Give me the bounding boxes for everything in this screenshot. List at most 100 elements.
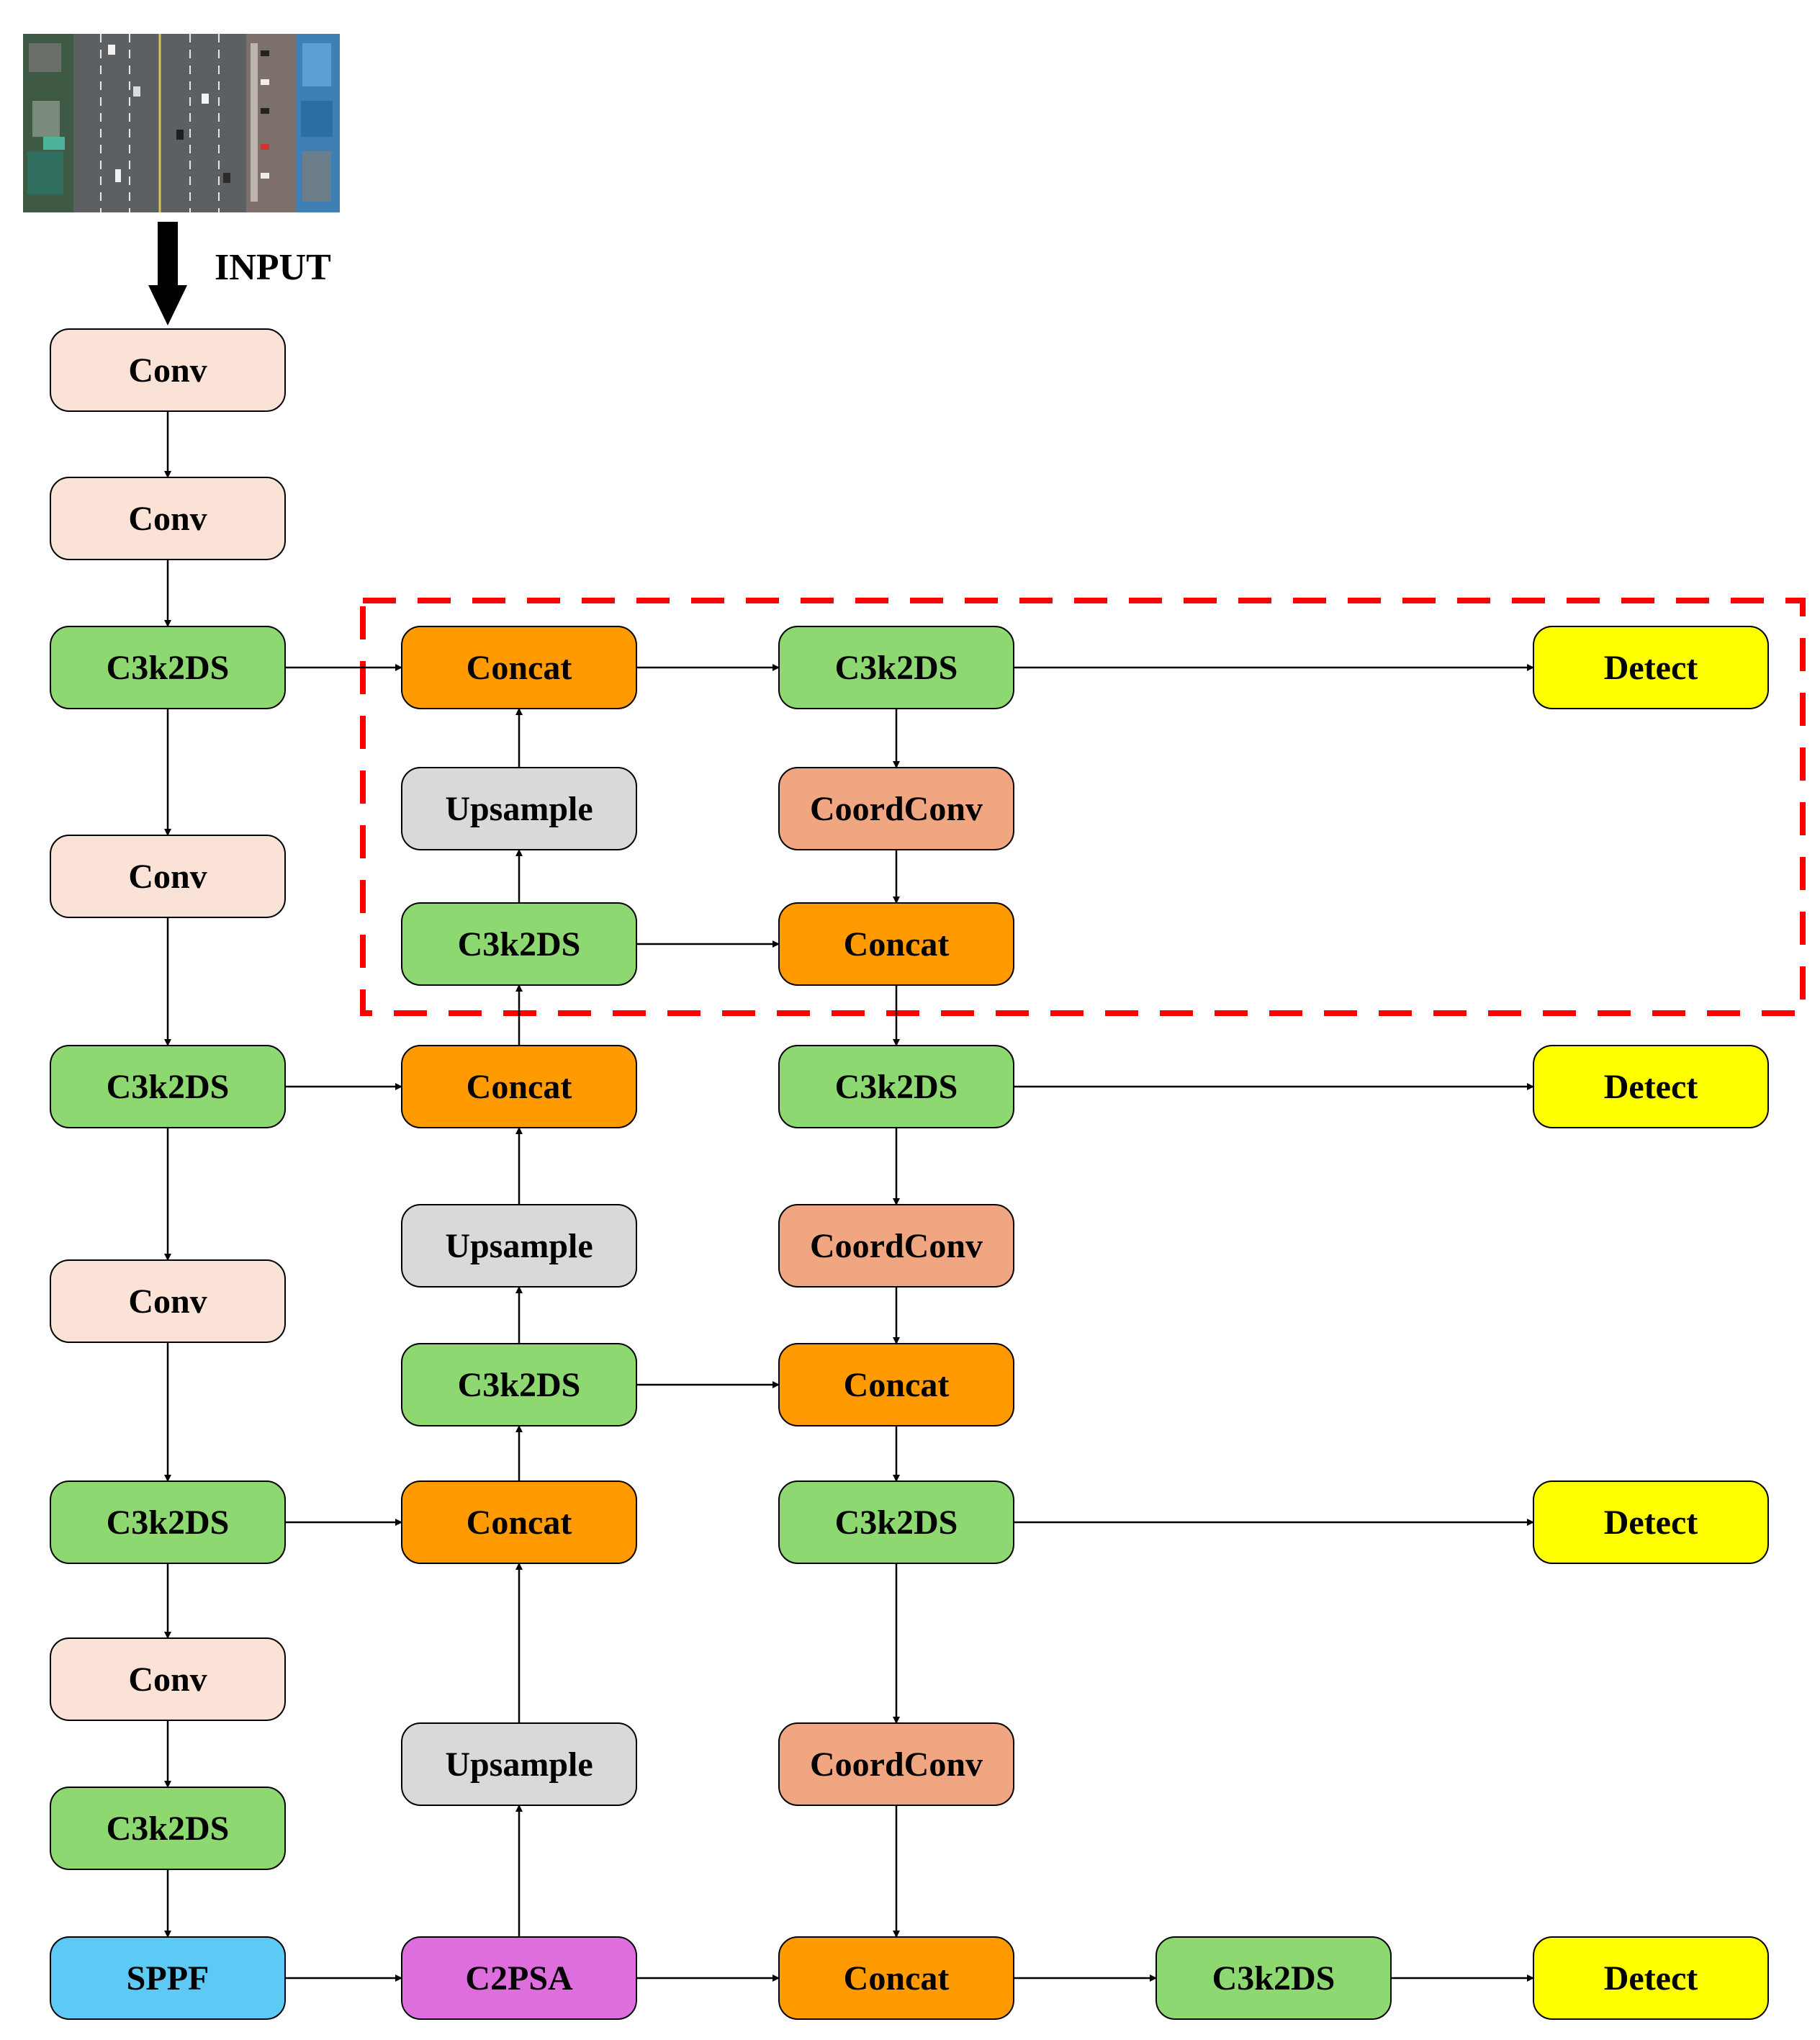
node-box-conv <box>50 1637 286 1721</box>
node-label: C3k2DS <box>107 1810 230 1848</box>
node-label: Upsample <box>445 1745 593 1784</box>
node-label: Concat <box>467 1068 572 1106</box>
node-label: Upsample <box>445 790 593 828</box>
node-h_concat_c: Concat <box>778 1936 1014 2020</box>
node-det_3: Detect <box>1533 1480 1769 1564</box>
node-b_conv4: Conv <box>50 1259 286 1343</box>
node-det_2: Detect <box>1533 1045 1769 1128</box>
node-label: Detect <box>1604 1959 1698 1998</box>
node-box-detect <box>1533 626 1769 709</box>
node-h_c3_d: C3k2DS <box>1155 1936 1392 2020</box>
node-label: Upsample <box>445 1227 593 1265</box>
node-label: Conv <box>128 351 207 390</box>
node-label: C3k2DS <box>835 1068 958 1106</box>
node-b_conv3: Conv <box>50 835 286 918</box>
node-box-coordconv <box>778 767 1014 850</box>
node-box-concat <box>778 1936 1014 2020</box>
node-label: Concat <box>844 925 950 963</box>
node-det_4: Detect <box>1533 1936 1769 2020</box>
node-label: Concat <box>467 649 572 687</box>
node-box-c3k2ds <box>778 1480 1014 1564</box>
node-label: C2PSA <box>465 1959 573 1998</box>
node-label: Detect <box>1604 1068 1698 1106</box>
node-label: C3k2DS <box>458 1366 581 1404</box>
node-b_c3_1: C3k2DS <box>50 626 286 709</box>
node-box-conv <box>50 328 286 412</box>
node-box-c2psa <box>401 1936 637 2020</box>
node-n_up_a: Upsample <box>401 767 637 850</box>
node-box-c3k2ds <box>401 1343 637 1426</box>
node-box-concat <box>401 1480 637 1564</box>
node-n_c2psa: C2PSA <box>401 1936 637 2020</box>
node-b_c3_4: C3k2DS <box>50 1787 286 1870</box>
node-label: Concat <box>844 1959 950 1998</box>
node-box-coordconv <box>778 1204 1014 1288</box>
node-label: Concat <box>844 1366 950 1404</box>
node-box-detect <box>1533 1936 1769 2020</box>
node-h_c3_b: C3k2DS <box>778 1045 1014 1128</box>
node-n_c3_b: C3k2DS <box>401 1343 637 1426</box>
node-box-concat <box>401 626 637 709</box>
node-b_conv5: Conv <box>50 1637 286 1721</box>
input-aerial-image <box>23 34 340 212</box>
input-label: INPUT <box>215 247 331 288</box>
node-box-detect <box>1533 1045 1769 1128</box>
node-label: Concat <box>467 1504 572 1542</box>
node-h_c3_c: C3k2DS <box>778 1480 1014 1564</box>
node-box-concat <box>778 902 1014 986</box>
node-label: C3k2DS <box>1212 1959 1335 1998</box>
node-label: Conv <box>128 1282 207 1321</box>
node-n_concat_b: Concat <box>401 1045 637 1128</box>
node-box-sppf <box>50 1936 286 2020</box>
node-box-c3k2ds <box>50 1480 286 1564</box>
edges-layer <box>164 411 1534 1982</box>
node-box-c3k2ds <box>50 1787 286 1870</box>
node-box-upsample <box>401 1204 637 1288</box>
node-label: C3k2DS <box>107 1068 230 1106</box>
highlight-region <box>360 598 1806 1016</box>
node-h_c3_a: C3k2DS <box>778 626 1014 709</box>
node-box-concat <box>401 1045 637 1128</box>
node-label: C3k2DS <box>835 1504 958 1542</box>
node-h_concat_a: Concat <box>778 902 1014 986</box>
node-box-c3k2ds <box>50 626 286 709</box>
node-h_coord_b: CoordConv <box>778 1204 1014 1288</box>
node-label: C3k2DS <box>458 925 581 963</box>
input-arrow <box>148 222 187 325</box>
node-b_conv1: Conv <box>50 328 286 412</box>
node-label: CoordConv <box>810 1745 983 1784</box>
node-label: CoordConv <box>810 1227 983 1265</box>
node-box-conv <box>50 1259 286 1343</box>
node-n_up_c: Upsample <box>401 1722 637 1806</box>
node-b_c3_2: C3k2DS <box>50 1045 286 1128</box>
node-label: Conv <box>128 500 207 538</box>
node-label: CoordConv <box>810 790 983 828</box>
node-box-c3k2ds <box>50 1045 286 1128</box>
node-b_conv2: Conv <box>50 477 286 560</box>
node-label: C3k2DS <box>107 1504 230 1542</box>
node-box-coordconv <box>778 1722 1014 1806</box>
node-n_c3_a: C3k2DS <box>401 902 637 986</box>
node-n_concat_a: Concat <box>401 626 637 709</box>
node-label: C3k2DS <box>107 649 230 687</box>
node-box-c3k2ds <box>401 902 637 986</box>
node-label: Conv <box>128 1661 207 1699</box>
node-box-detect <box>1533 1480 1769 1564</box>
node-box-c3k2ds <box>1155 1936 1392 2020</box>
node-label: Detect <box>1604 1504 1698 1542</box>
nodes-layer: ConvConvC3k2DSConvC3k2DSConvC3k2DSConvC3… <box>50 328 1769 2020</box>
node-h_coord_c: CoordConv <box>778 1722 1014 1806</box>
node-n_concat_c: Concat <box>401 1480 637 1564</box>
node-label: SPPF <box>127 1959 210 1998</box>
node-box-conv <box>50 835 286 918</box>
node-box-c3k2ds <box>778 626 1014 709</box>
node-h_coord_a: CoordConv <box>778 767 1014 850</box>
node-h_concat_b: Concat <box>778 1343 1014 1426</box>
node-box-upsample <box>401 1722 637 1806</box>
node-n_up_b: Upsample <box>401 1204 637 1288</box>
node-box-conv <box>50 477 286 560</box>
node-box-upsample <box>401 767 637 850</box>
node-b_sppf: SPPF <box>50 1936 286 2020</box>
node-label: C3k2DS <box>835 649 958 687</box>
